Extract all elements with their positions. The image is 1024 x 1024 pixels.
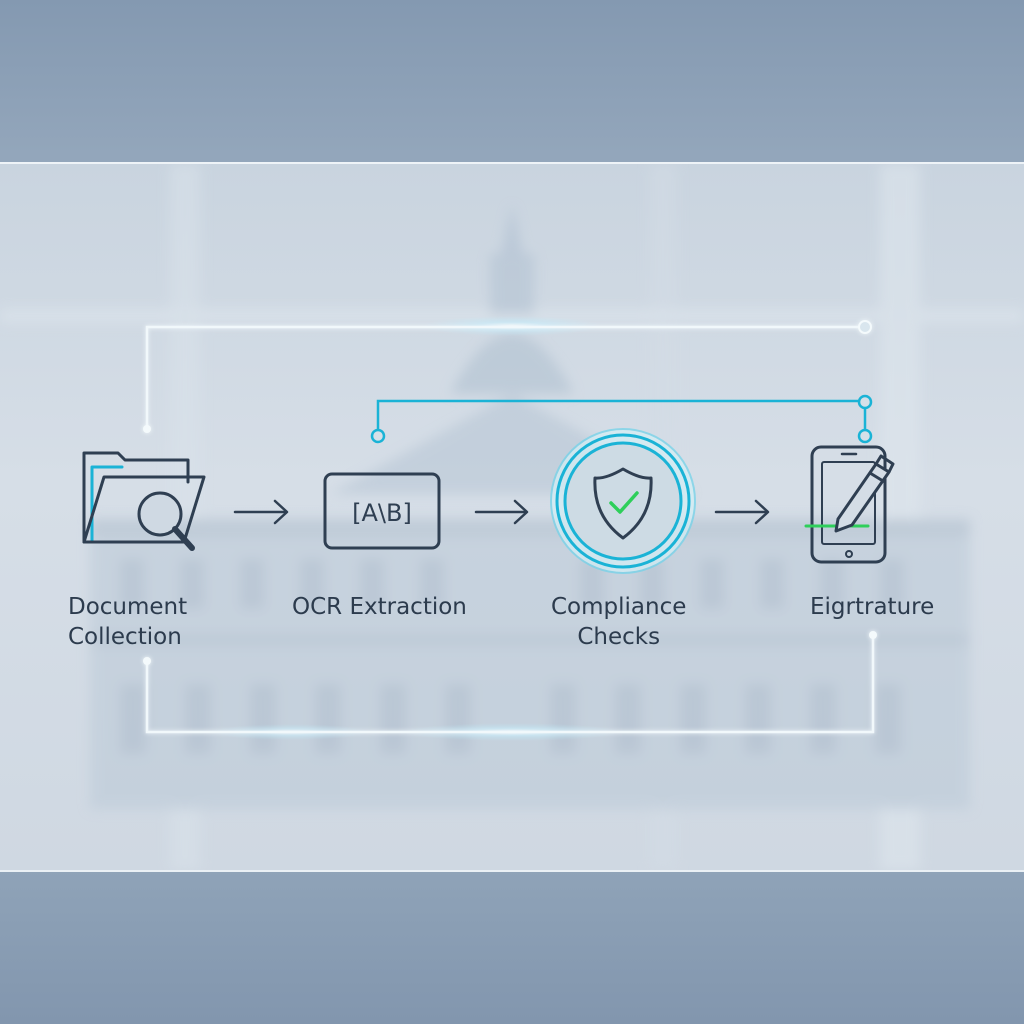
ocr-frame-icon: [A\B]: [323, 472, 441, 550]
step-label-compliance-checks: Compliance Checks: [551, 594, 687, 650]
ocr-glyphs: [A\B]: [352, 499, 412, 527]
tablet-pen-icon: [804, 445, 895, 564]
bottom-feedback-connector: [143, 631, 877, 734]
folder-search-icon: [82, 451, 206, 551]
shield-check-icon: [550, 428, 696, 574]
cyan-connector: [370, 394, 873, 444]
step-label-esignature: Eigrtrature: [810, 594, 935, 620]
diagram-panel: [A\B]: [0, 162, 1024, 872]
step-label-document-collection: Document Collection: [68, 594, 188, 650]
step-label-ocr-extraction: OCR Extraction: [292, 594, 467, 620]
process-flow: [A\B]: [82, 320, 895, 734]
right-arrow-icon: [474, 499, 529, 525]
top-feedback-connector: [143, 320, 872, 433]
right-arrow-icon: [233, 499, 289, 525]
right-arrow-icon: [714, 499, 770, 525]
building-backdrop: [0, 164, 1024, 870]
